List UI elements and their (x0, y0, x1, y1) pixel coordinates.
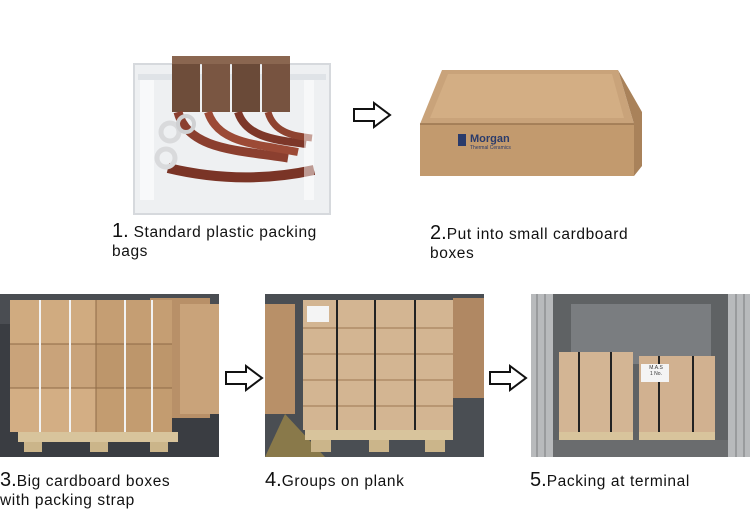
step-number: 5. (530, 469, 547, 491)
step-number: 1. (112, 220, 129, 242)
arrow-icon (352, 101, 392, 129)
step-text-line2: with packing strap (0, 492, 135, 509)
arrow-icon (488, 364, 528, 392)
step-text-line1: Standard plastic packing (133, 224, 317, 241)
step-caption-1: 1. Standard plastic packing bags (112, 220, 352, 261)
container-box-label-line1: M.A.S (649, 365, 663, 371)
box-brand-label: Morgan (470, 133, 510, 145)
step-number: 2. (430, 222, 447, 244)
photo-big-cardboard-boxes (0, 294, 219, 457)
step-caption-4: 4.Groups on plank (265, 469, 485, 491)
photo-small-cardboard-box: Morgan Thermal Ceramics (412, 62, 648, 182)
step-caption-5: 5.Packing at terminal (530, 469, 749, 491)
step-caption-3: 3.Big cardboard boxes with packing strap (0, 469, 240, 510)
container-box-label: M.A.S 1 No. (643, 365, 669, 377)
box-tagline-label: Thermal Ceramics (470, 145, 511, 151)
arrow-icon (224, 364, 264, 392)
step-text-line2: bags (112, 243, 149, 260)
step-text-line1: Put into small cardboard (446, 226, 629, 243)
photo-pallet-plank (265, 294, 484, 457)
step-caption-2: 2.Put into small cardboard boxes (430, 222, 670, 263)
container-box-label-line2: 1 No. (650, 371, 662, 377)
step-text-line1: Groups on plank (281, 473, 405, 490)
step-text-line2: boxes (430, 245, 475, 262)
step-text-line1: Big cardboard boxes (16, 473, 171, 490)
photo-container-terminal: M.A.S 1 No. (531, 294, 750, 457)
step-number: 3. (0, 469, 17, 491)
step-text-line1: Packing at terminal (546, 473, 690, 490)
photo-plastic-bag (128, 40, 338, 220)
step-number: 4. (265, 469, 282, 491)
